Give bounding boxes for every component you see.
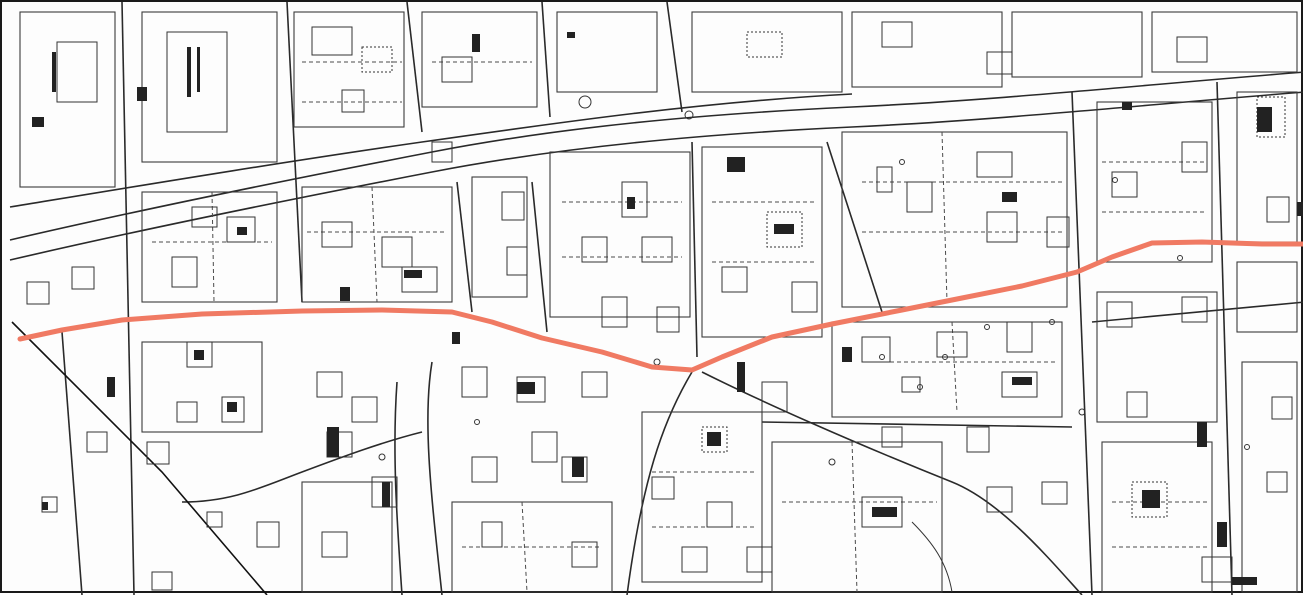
road-lower-5 [181,431,423,503]
road-lower-8 [61,331,83,595]
road-lower-7 [1091,301,1303,323]
road-v-4 [541,2,551,118]
upper-road-service-edge [9,93,853,208]
highlighted-route-line[interactable] [17,239,1303,373]
map-symbols [378,95,1250,593]
lot-label-marks [32,32,1303,585]
road-lower-3 [427,361,443,595]
road-lower-6 [761,421,1073,428]
road-v-7 [826,141,883,313]
road-v-9 [1216,81,1233,595]
road-v-11 [531,181,548,333]
road-lower-4 [394,381,403,595]
road-v-3 [406,2,423,133]
lot-outlines [19,11,1298,593]
upper-road-edge-south [9,91,1303,261]
base-map-linework [9,2,1303,595]
upper-road-edge-north [9,71,1303,241]
road-v-10 [456,181,473,313]
road-v-6 [691,141,698,358]
road-lower-1 [626,371,693,595]
road-v-8 [1071,91,1093,595]
district-boundary [11,321,268,595]
road-v-2 [286,2,303,303]
road-v-5 [666,2,683,113]
road-lower-2 [701,371,1083,595]
road-v-1 [121,2,135,595]
building-footprints [26,21,1293,591]
